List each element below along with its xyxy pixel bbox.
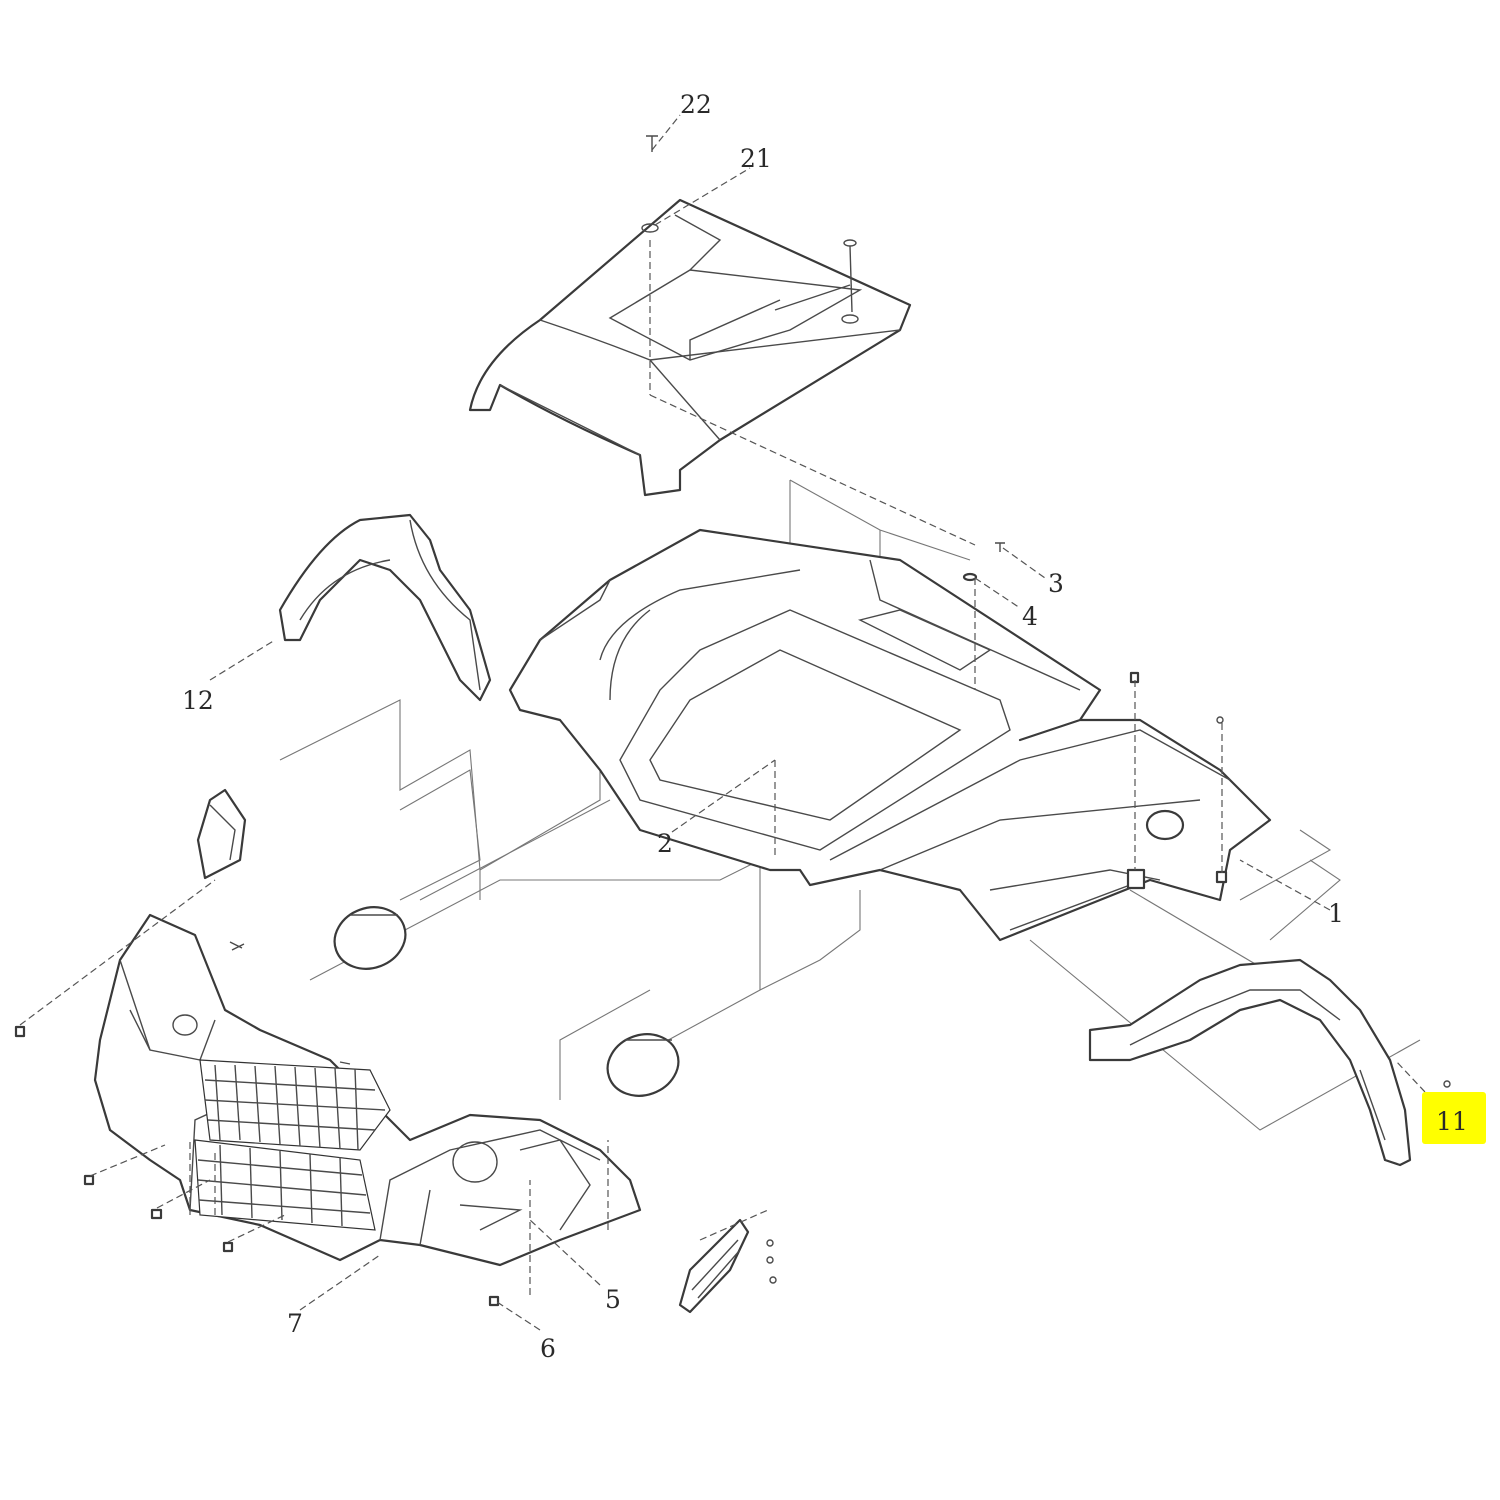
side-grille-panel — [678, 1218, 750, 1314]
callout-2: 2 — [657, 829, 673, 858]
callout-21: 21 — [740, 144, 772, 173]
callout-22: 22 — [680, 90, 712, 119]
part-21-top-cover — [468, 198, 912, 497]
assembly-guide-lines — [279, 479, 1421, 1131]
part-11-right-fender — [1088, 958, 1412, 1167]
callout-6: 6 — [540, 1334, 556, 1363]
part-2-hood-panel — [508, 528, 1272, 942]
hood-screw — [843, 239, 857, 313]
fasteners — [14, 542, 1451, 1307]
callout-3: 3 — [1048, 569, 1064, 598]
headlight-left — [333, 906, 407, 970]
part-12-left-fender — [278, 513, 492, 702]
headlight-right — [606, 1033, 680, 1097]
grille-mesh — [194, 1059, 391, 1231]
callout-5: 5 — [605, 1285, 621, 1314]
callouts: 22 21 3 4 12 2 1 11 5 7 6 — [182, 90, 1486, 1363]
callout-7: 7 — [287, 1309, 303, 1338]
callout-12: 12 — [182, 686, 214, 715]
callout-11-highlight — [1422, 1092, 1486, 1144]
side-light-bracket — [196, 788, 247, 880]
callout-11: 11 — [1436, 1107, 1468, 1136]
leader-lines — [19, 114, 1441, 1331]
callout-4: 4 — [1022, 602, 1038, 631]
callout-1: 1 — [1328, 899, 1344, 928]
